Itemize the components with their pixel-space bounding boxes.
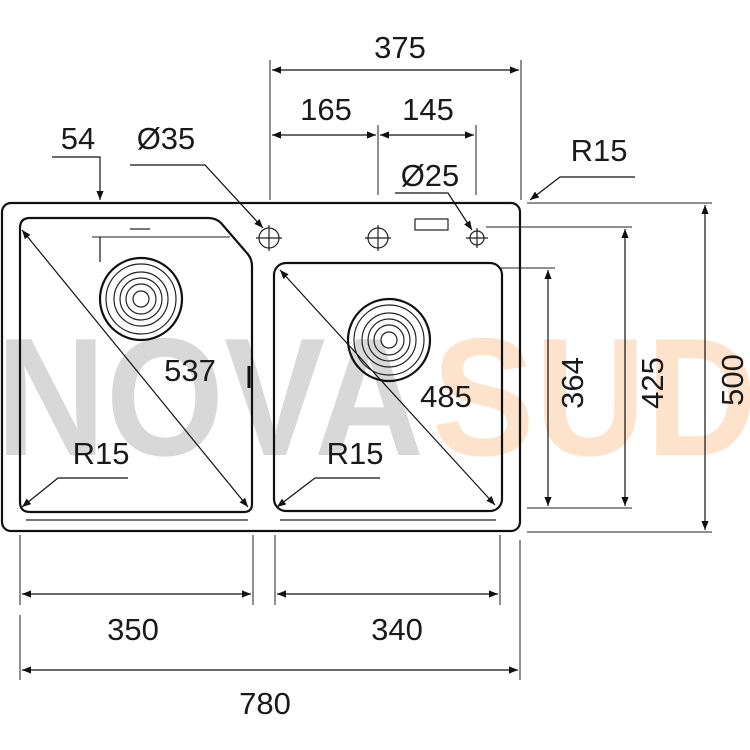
- dim-label-364: 364: [555, 357, 590, 409]
- dim-line-485: [279, 269, 496, 506]
- leader-r15-right: [276, 477, 380, 508]
- dim-label-dia-35: Ø35: [137, 121, 196, 156]
- dim-label-500: 500: [715, 354, 750, 406]
- leader-r15-outer: [529, 176, 635, 201]
- dim-label-145: 145: [402, 92, 454, 127]
- dim-label-54: 54: [61, 121, 95, 156]
- dim-label-r15-right: R15: [327, 436, 384, 471]
- dim-line-54: [52, 156, 104, 200]
- tap-holes: [256, 218, 488, 251]
- watermark-right-text: SUD: [432, 303, 750, 491]
- dim-label-485: 485: [420, 379, 472, 414]
- leader-r15-left: [21, 477, 128, 508]
- dim-line-537: [21, 229, 249, 508]
- dim-label-r15-outer: R15: [571, 133, 628, 168]
- dim-label-dia-25: Ø25: [401, 158, 460, 193]
- leader-dia-25: [395, 192, 473, 231]
- dim-label-425: 425: [635, 357, 670, 409]
- dim-label-375: 375: [374, 30, 426, 65]
- bowl-right-outline: [272, 261, 504, 513]
- dim-label-537: 537: [164, 353, 216, 388]
- dim-label-350: 350: [107, 612, 159, 647]
- sink-outer-outline: [0, 201, 522, 533]
- pop-up-control: [414, 218, 449, 231]
- bowl-left-outline: [18, 216, 254, 514]
- dimension-lines: [21, 66, 709, 674]
- dim-label-r15-left: R15: [73, 436, 130, 471]
- leader-dia-35: [130, 164, 264, 229]
- extension-lines: [19, 60, 712, 680]
- dim-label-340: 340: [371, 612, 423, 647]
- dimension-labels: 375 165 145 54 Ø35 Ø25 R15 537 485 R15 R…: [61, 30, 750, 721]
- dim-label-780: 780: [239, 686, 291, 721]
- dim-label-165: 165: [300, 92, 352, 127]
